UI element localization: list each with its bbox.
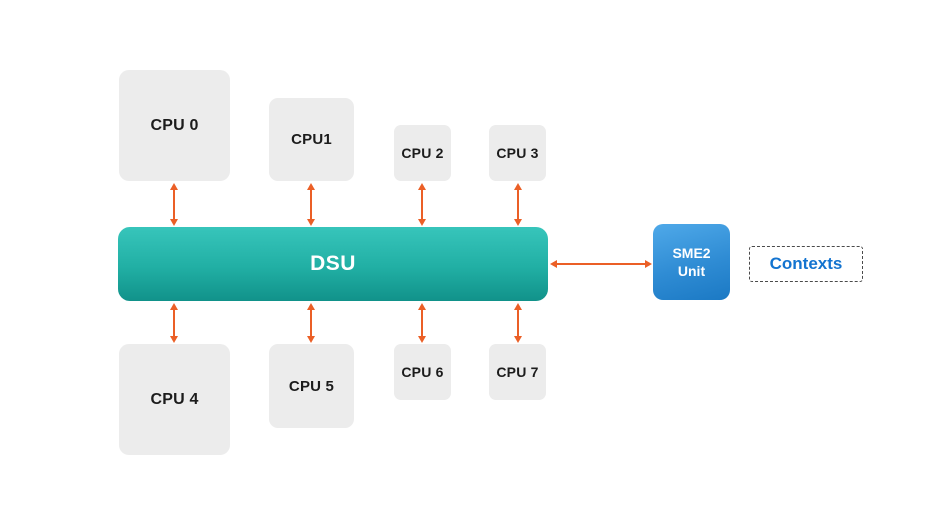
cpu2-label: CPU 2 <box>401 145 444 161</box>
sme2-label-line2: Unit <box>677 263 706 279</box>
arrow-cpu1-dsu <box>310 190 312 219</box>
sme2-label-line1: SME2 <box>672 244 711 261</box>
arrow-dsu-cpu7 <box>517 310 519 336</box>
cpu1-label: CPU1 <box>291 131 332 148</box>
cpu2-box: CPU 2 <box>394 125 451 181</box>
arrow-cpu2-dsu <box>421 190 423 219</box>
cpu5-box: CPU 5 <box>269 344 354 428</box>
cpu3-box: CPU 3 <box>489 125 546 181</box>
sme2-unit-box: SME2 Unit <box>653 224 730 300</box>
cpu1-box: CPU1 <box>269 98 354 181</box>
cpu0-label: CPU 0 <box>150 116 199 134</box>
cpu4-label: CPU 4 <box>150 390 199 408</box>
cpu7-label: CPU 7 <box>496 364 539 380</box>
arrow-dsu-sme2 <box>557 263 645 265</box>
contexts-box: Contexts <box>749 246 863 282</box>
arrow-dsu-cpu4 <box>173 310 175 336</box>
arrow-cpu3-dsu <box>517 190 519 219</box>
cpu0-box: CPU 0 <box>119 70 230 181</box>
cpu6-box: CPU 6 <box>394 344 451 400</box>
arrow-dsu-cpu5 <box>310 310 312 336</box>
cpu4-box: CPU 4 <box>119 344 230 455</box>
arrow-dsu-cpu6 <box>421 310 423 336</box>
cpu3-label: CPU 3 <box>496 145 539 161</box>
contexts-label: Contexts <box>769 254 843 273</box>
dsu-label: DSU <box>310 252 356 275</box>
cpu7-box: CPU 7 <box>489 344 546 400</box>
dsu-box: DSU <box>118 227 548 301</box>
cpu5-label: CPU 5 <box>288 377 335 395</box>
arrow-cpu0-dsu <box>173 190 175 219</box>
cpu6-label: CPU 6 <box>401 364 444 380</box>
